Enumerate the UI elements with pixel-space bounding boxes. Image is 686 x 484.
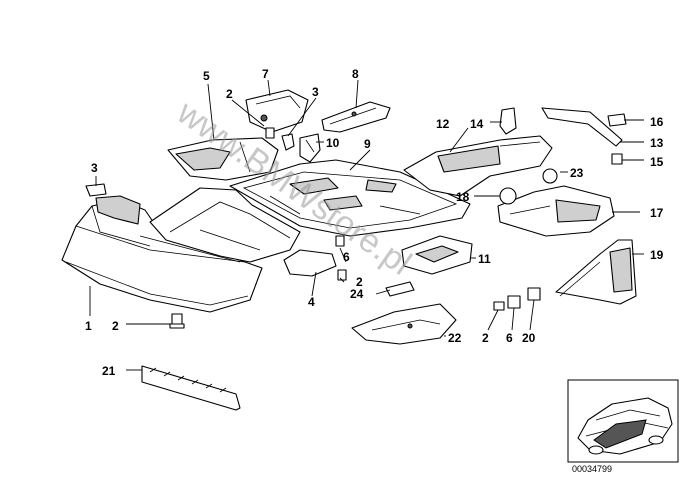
part-1-front-tray[interactable] [61, 195, 263, 313]
part-8-plate[interactable] [321, 101, 391, 133]
vehicle-thumbnail [567, 379, 679, 463]
callout-5: 5 [203, 69, 210, 83]
part-4-bracket[interactable] [283, 249, 337, 277]
callout-numbers: 5 7 8 2 3 10 9 3 12 14 16 13 15 23 18 17… [85, 67, 664, 378]
part-6-bolt-mid [335, 235, 345, 247]
callout-23: 23 [570, 166, 584, 180]
part-2-screw-mid [337, 269, 347, 281]
part-3-clip-left [85, 183, 107, 197]
part-23-plug [542, 168, 558, 184]
callout-6: 6 [506, 331, 513, 345]
thumbnail-highlight [593, 419, 647, 449]
part-11-cover[interactable] [401, 235, 473, 275]
callout-8: 8 [352, 67, 359, 81]
part-5-panel[interactable] [167, 137, 279, 181]
part-18-grommet [499, 187, 517, 205]
callout-3: 3 [312, 85, 319, 99]
part-12-tunnel-cover[interactable] [403, 135, 553, 197]
callout-2: 2 [226, 87, 233, 101]
part-15-bolt [611, 153, 623, 165]
diagram-code: 00034799 [572, 464, 612, 474]
part-22-plate[interactable] [351, 303, 457, 345]
part-14-clip[interactable] [499, 107, 517, 135]
part-13-strap[interactable] [541, 107, 623, 147]
callout-22: 22 [448, 331, 462, 345]
callout-14: 14 [470, 117, 484, 131]
callout-24: 24 [350, 287, 364, 301]
callout-16: 16 [650, 115, 664, 129]
part-2-screw-head [169, 323, 185, 329]
part-2-screw-right [493, 301, 505, 311]
callout-1: 1 [85, 319, 92, 333]
part-24-strip[interactable] [385, 281, 415, 297]
callout-21: 21 [102, 364, 116, 378]
callout-2: 2 [482, 331, 489, 345]
part-6-spacer-right [507, 295, 521, 309]
part-16-clip[interactable] [607, 113, 627, 127]
callout-2: 2 [112, 319, 119, 333]
part-21-rail[interactable] [141, 365, 241, 411]
callout-18: 18 [456, 190, 470, 204]
callout-11: 11 [478, 252, 491, 266]
part-7-bracket[interactable] [245, 89, 309, 133]
part-10-clip[interactable] [299, 133, 321, 163]
callout-10: 10 [326, 136, 340, 150]
callout-9: 9 [364, 137, 371, 151]
cross-member[interactable] [149, 187, 301, 263]
callout-4: 4 [308, 295, 315, 309]
part-2-screw-top [265, 127, 275, 139]
callout-12: 12 [436, 117, 450, 131]
callout-2: 2 [356, 275, 363, 289]
fasteners [85, 127, 623, 329]
callout-13: 13 [650, 136, 664, 150]
callout-7: 7 [262, 67, 269, 81]
callout-15: 15 [650, 155, 664, 169]
callout-19: 19 [650, 248, 664, 262]
callout-20: 20 [522, 331, 536, 345]
leader-lines [89, 79, 644, 371]
part-9-floor-panel[interactable] [229, 159, 471, 237]
part-3-clip-center [281, 133, 295, 151]
part-17-panel[interactable] [497, 185, 615, 237]
callout-3: 3 [91, 161, 98, 175]
callout-6: 6 [343, 250, 350, 264]
part-19-bracket[interactable] [555, 239, 637, 305]
part-20-nut [527, 287, 541, 301]
callout-17: 17 [650, 206, 664, 220]
part-2-screw-bottom [171, 313, 183, 325]
